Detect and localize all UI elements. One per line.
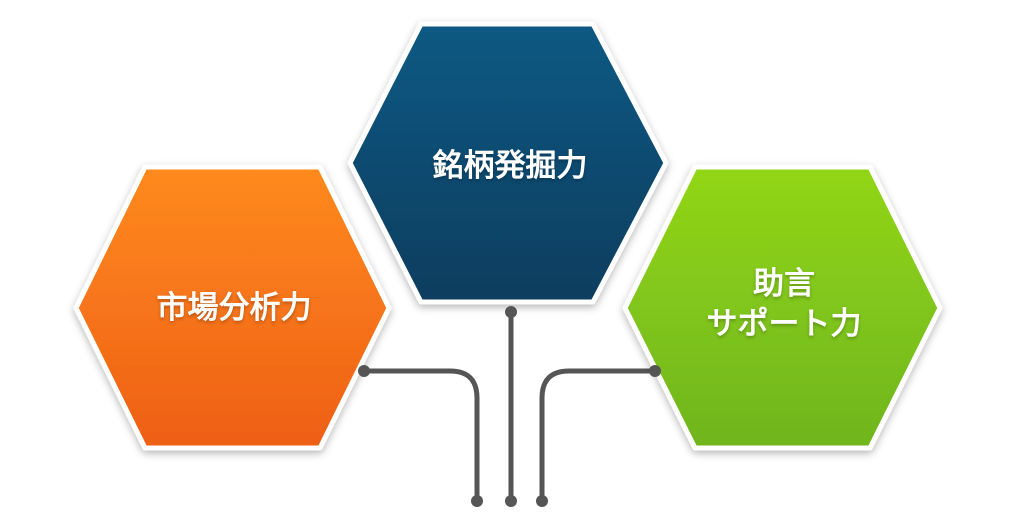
- hexagon-market-analysis: [73, 164, 392, 451]
- stock-discovery-label: 銘柄発掘力: [432, 148, 588, 184]
- connector-dot-right-start: [649, 365, 661, 377]
- connector-dots: [358, 306, 661, 507]
- advisory-support-label: 助言 サポート力: [668, 264, 900, 344]
- connector-dot-right-end: [536, 495, 548, 507]
- connector-dot-left-end: [471, 495, 483, 507]
- connector-dot-center-start: [505, 306, 517, 318]
- connector-dot-center-end: [505, 495, 517, 507]
- connector-left: [361, 368, 480, 503]
- hexagon-stock-discovery: [347, 21, 669, 305]
- advisory-label-line-2: サポート力: [706, 306, 862, 342]
- connector-right: [539, 368, 658, 503]
- connector-lines: [361, 309, 658, 503]
- market-analysis-label: 市場分析力: [156, 290, 312, 326]
- advisory-label-line-1: 助言: [753, 266, 815, 302]
- hexagon-advisory-support: [622, 164, 943, 451]
- connector-dot-left-start: [358, 365, 370, 377]
